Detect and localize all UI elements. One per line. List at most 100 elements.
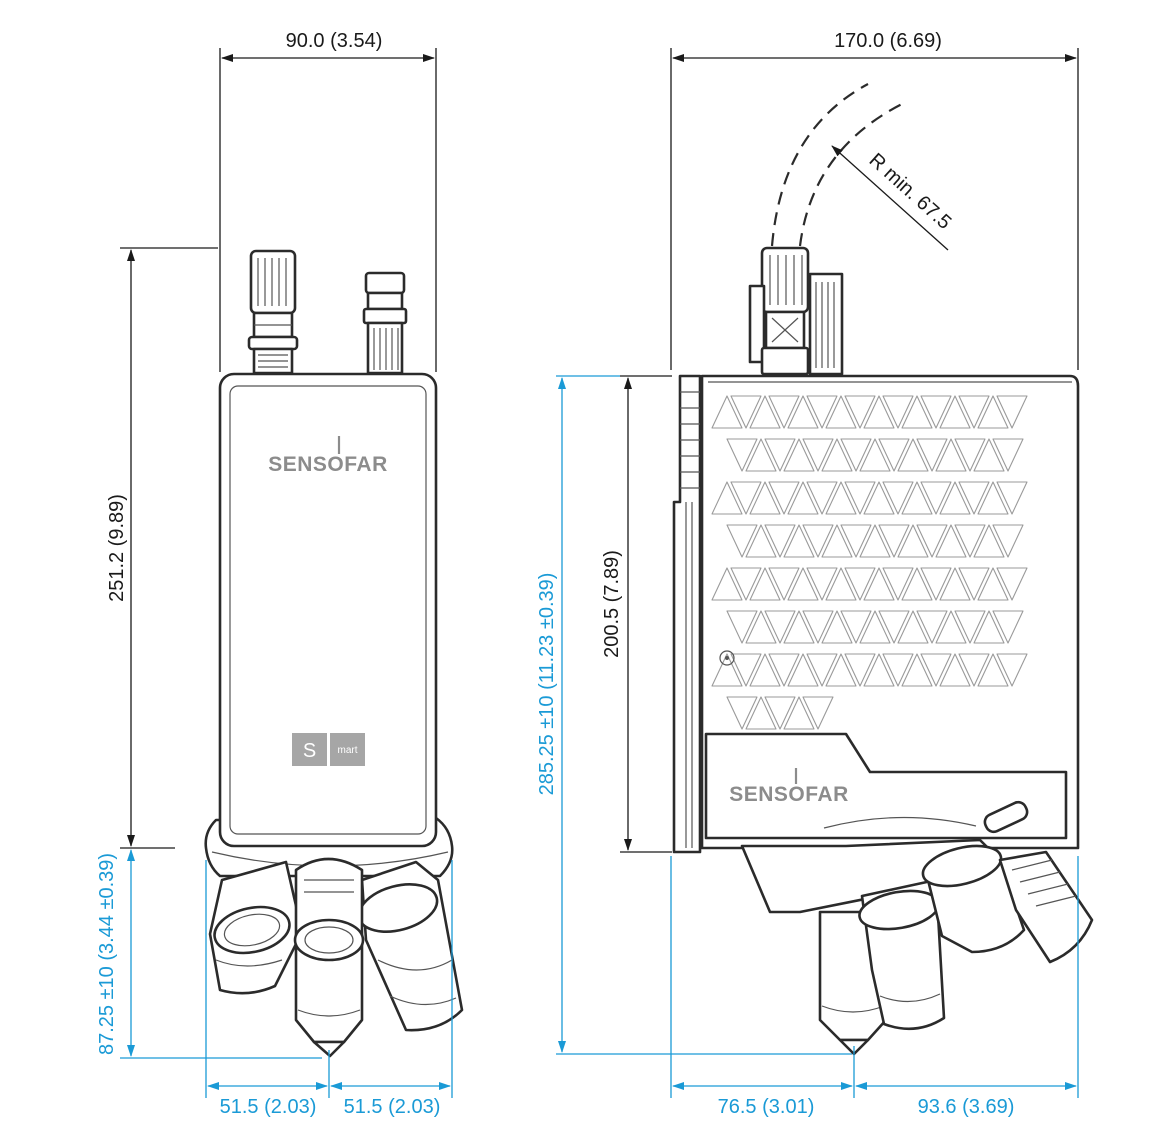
vent-triangle [935, 438, 967, 472]
vent-triangle [916, 438, 948, 472]
vent-triangle [802, 610, 834, 644]
vent-triangle [977, 481, 1009, 515]
front-bottom-dimension: 51.5 (2.03) 51.5 (2.03) [205, 860, 453, 1118]
vent-triangle [764, 438, 796, 472]
vent-triangle [711, 395, 743, 429]
vent-triangle [863, 395, 895, 429]
side-bottom-dimension: 76.5 (3.01) 93.6 (3.69) [670, 856, 1079, 1118]
vent-triangle [787, 395, 819, 429]
vent-triangle [920, 395, 952, 429]
vent-triangle [726, 610, 758, 644]
vent-triangle [764, 610, 796, 644]
vent-triangle [901, 653, 933, 687]
side-body-height-dimension: 200.5 (7.89) [601, 375, 672, 853]
vent-triangle [901, 481, 933, 515]
vent-triangle [996, 653, 1028, 687]
vent-triangle [973, 524, 1005, 558]
vent-triangle [711, 653, 743, 687]
vent-triangle [768, 653, 800, 687]
vent-triangle [859, 524, 891, 558]
front-body [218, 372, 438, 848]
vent-triangle [806, 567, 838, 601]
front-objective-center [293, 857, 365, 1058]
vent-triangle [920, 481, 952, 515]
vent-triangle [863, 653, 895, 687]
vent-triangle [825, 653, 857, 687]
vent-triangle [901, 567, 933, 601]
vent-triangle [977, 395, 1009, 429]
vent-triangle [825, 395, 857, 429]
vent-triangle [711, 481, 743, 515]
vent-triangle [897, 438, 929, 472]
vent-triangle [977, 653, 1009, 687]
vent-triangle [954, 610, 986, 644]
vent-triangle [787, 567, 819, 601]
vent-triangle [840, 524, 872, 558]
vent-triangle [939, 567, 971, 601]
vent-triangle [726, 438, 758, 472]
vent-triangle [764, 524, 796, 558]
vent-triangle [806, 481, 838, 515]
side-heatsink [672, 374, 702, 854]
front-connector-left [247, 249, 299, 375]
vent-triangle [977, 567, 1009, 601]
vent-triangle [726, 524, 758, 558]
vent-triangle [916, 524, 948, 558]
front-view: SENSOFAR S mart [96, 30, 464, 1118]
vent-triangle [821, 438, 853, 472]
vent-triangle [882, 481, 914, 515]
vent-triangle [958, 567, 990, 601]
vent-triangle [821, 524, 853, 558]
side-total-height-dimension: 285.25 ±10 (11.23 ±0.39) [536, 375, 852, 1055]
vent-triangle [859, 438, 891, 472]
vent-triangle [844, 653, 876, 687]
side-right-offset-label: 93.6 (3.69) [918, 1096, 1015, 1118]
vent-triangle [897, 610, 929, 644]
vent-triangle [726, 696, 758, 730]
front-width-label: 90.0 (3.54) [286, 30, 383, 52]
vent-triangle [749, 395, 781, 429]
vent-triangle [992, 610, 1024, 644]
side-objective-3 [921, 844, 1026, 954]
vent-triangle [996, 481, 1028, 515]
side-brand-text: SENSOFAR [729, 783, 849, 806]
vent-triangle [749, 653, 781, 687]
vent-triangle [973, 438, 1005, 472]
side-front-panel [704, 650, 1068, 840]
front-lens-height-label: 87.25 ±10 (3.44 ±0.39) [96, 853, 118, 1055]
vent-triangle [768, 395, 800, 429]
vent-triangle [973, 610, 1005, 644]
vent-triangle [825, 481, 857, 515]
side-bend-radius-label: R min. 67.5 [865, 149, 956, 234]
side-view: R min. 67.5 [536, 30, 1094, 1118]
vent-triangle [745, 438, 777, 472]
front-lens-height-dimension: 87.25 ±10 (3.44 ±0.39) [96, 849, 322, 1059]
vent-triangle [878, 524, 910, 558]
side-vent-pattern [711, 395, 1028, 730]
vent-triangle [768, 481, 800, 515]
vent-triangle [958, 653, 990, 687]
vent-triangle [840, 438, 872, 472]
vent-triangle [939, 395, 971, 429]
vent-triangle [802, 696, 834, 730]
vent-triangle [878, 438, 910, 472]
vent-triangle [935, 610, 967, 644]
vent-triangle [806, 653, 838, 687]
vent-triangle [954, 438, 986, 472]
side-width-dimension: 170.0 (6.69) [670, 30, 1079, 370]
front-brand-text: SENSOFAR [268, 453, 388, 476]
vent-triangle [749, 567, 781, 601]
front-objective-right [357, 860, 464, 1032]
vent-triangle [844, 481, 876, 515]
vent-triangle [901, 395, 933, 429]
vent-triangle [916, 610, 948, 644]
vent-triangle [844, 395, 876, 429]
vent-triangle [935, 524, 967, 558]
front-width-dimension: 90.0 (3.54) [219, 30, 437, 372]
front-height-label: 251.2 (9.89) [106, 494, 128, 602]
vent-triangle [939, 653, 971, 687]
side-objective-2 [858, 878, 946, 1031]
vent-triangle [992, 438, 1024, 472]
front-brand-logo: SENSOFAR [268, 436, 388, 476]
vent-triangle [730, 653, 762, 687]
